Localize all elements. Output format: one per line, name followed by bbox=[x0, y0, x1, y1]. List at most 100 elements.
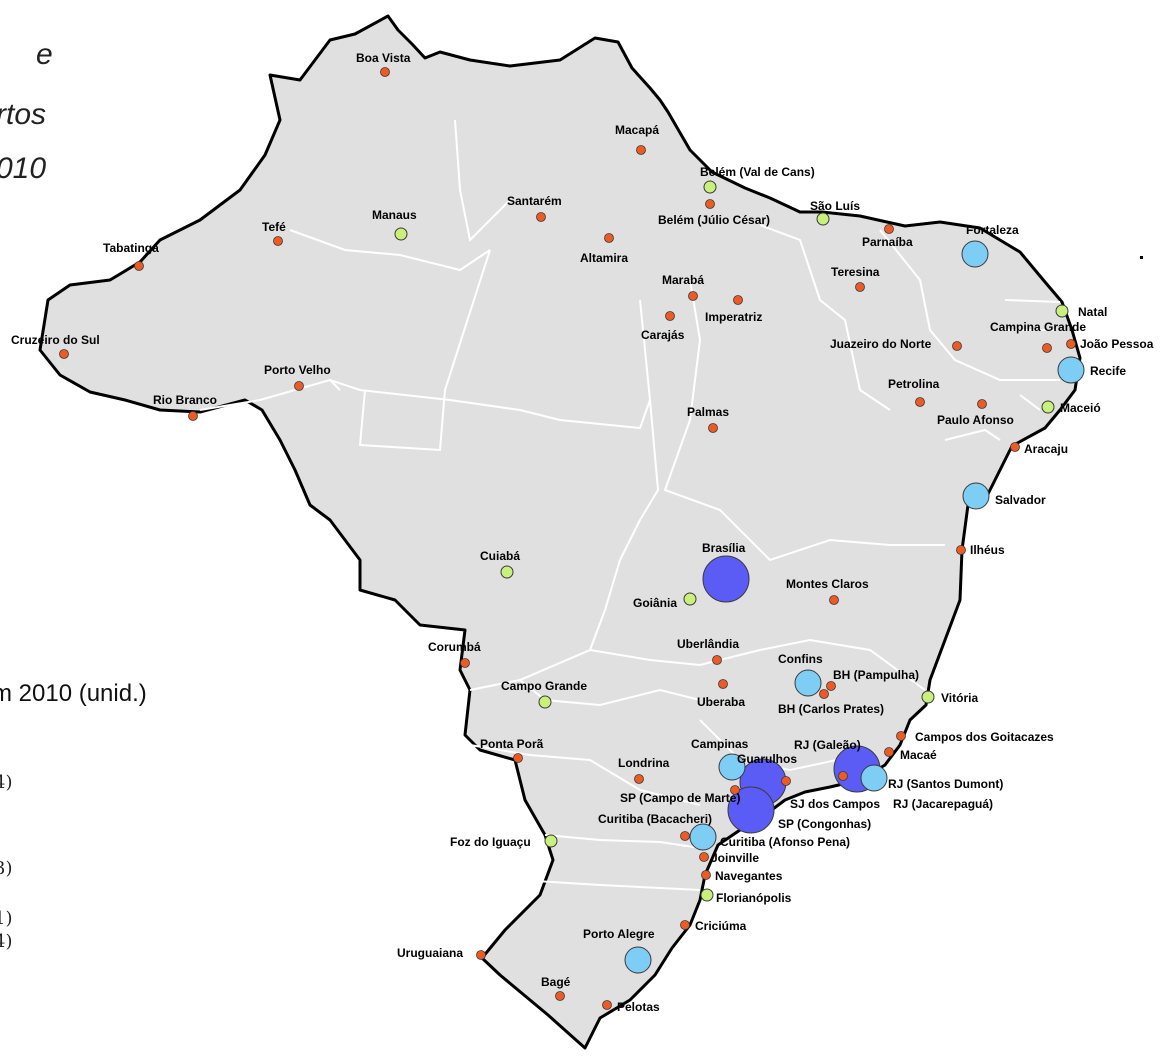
airport-marker-porto-alegre bbox=[624, 946, 652, 974]
airport-label-pelotas: Pelotas bbox=[617, 1000, 660, 1014]
airport-marker-belem-julio-cesar bbox=[705, 199, 715, 209]
airport-label-guarulhos: Guarulhos bbox=[737, 752, 797, 766]
airport-marker-pelotas bbox=[602, 1000, 612, 1010]
airport-label-paulo-afonso: Paulo Afonso bbox=[937, 413, 1014, 427]
airport-marker-navegantes bbox=[701, 870, 711, 880]
airport-marker-sao-luis bbox=[816, 212, 830, 226]
airport-marker-parnaiba bbox=[884, 224, 894, 234]
airport-marker-tabatinga bbox=[134, 261, 144, 271]
airport-marker-tefe bbox=[273, 236, 283, 246]
legend-entry-4: 4) bbox=[0, 931, 13, 952]
airport-marker-montes-claros bbox=[829, 595, 839, 605]
airport-marker-palmas bbox=[708, 423, 718, 433]
airport-label-porto-velho: Porto Velho bbox=[264, 363, 331, 377]
airport-label-tabatinga: Tabatinga bbox=[103, 241, 159, 255]
airport-label-tefe: Tefé bbox=[262, 220, 286, 234]
airport-marker-cruzeiro-do-sul bbox=[59, 349, 69, 359]
airport-label-carajas: Carajás bbox=[641, 328, 685, 342]
airport-marker-foz-do-iguacu bbox=[544, 834, 558, 848]
airport-label-cruzeiro-do-sul: Cruzeiro do Sul bbox=[11, 333, 100, 347]
airport-label-rj-santos-dumont: RJ (Santos Dumont) bbox=[888, 777, 1003, 791]
airport-label-boa-vista: Boa Vista bbox=[356, 51, 411, 65]
airport-label-campina-grande: Campina Grande bbox=[990, 320, 1086, 334]
airport-label-confins: Confins bbox=[778, 652, 823, 666]
airport-marker-maraba bbox=[688, 291, 698, 301]
stray-dot bbox=[1140, 256, 1143, 259]
airport-label-petrolina: Petrolina bbox=[888, 377, 940, 391]
airport-marker-campos-dos-goitacazes bbox=[896, 731, 906, 741]
airport-label-altamira: Altamira bbox=[580, 251, 628, 265]
airport-marker-uberlandia bbox=[712, 655, 722, 665]
airport-marker-rio-branco bbox=[188, 411, 198, 421]
airport-label-aracaju: Aracaju bbox=[1024, 442, 1068, 456]
airport-marker-maceio bbox=[1041, 400, 1055, 414]
airport-marker-uruguaiana bbox=[476, 950, 486, 960]
airport-label-belem-val-de-cans: Belém (Val de Cans) bbox=[700, 165, 815, 179]
airport-label-uberlandia: Uberlândia bbox=[677, 637, 739, 651]
airport-marker-petrolina bbox=[915, 397, 925, 407]
airport-label-parnaiba: Parnaíba bbox=[862, 235, 913, 249]
airport-label-santarem: Santarém bbox=[507, 194, 562, 208]
airport-marker-carajas bbox=[665, 311, 675, 321]
airport-label-macapa: Macapá bbox=[615, 123, 659, 137]
airport-marker-belem-val-de-cans bbox=[703, 180, 717, 194]
airport-label-sp-congonhas: SP (Congonhas) bbox=[778, 817, 871, 831]
airport-marker-bh-pampulha bbox=[826, 681, 836, 691]
airport-label-campo-grande: Campo Grande bbox=[501, 679, 587, 693]
airport-label-belem-julio-cesar: Belém (Júlio César) bbox=[658, 213, 770, 227]
airport-label-palmas: Palmas bbox=[687, 405, 729, 419]
airport-label-cuiaba: Cuiabá bbox=[480, 549, 520, 563]
airport-marker-londrina bbox=[634, 774, 644, 784]
airport-label-manaus: Manaus bbox=[372, 208, 417, 222]
airport-marker-ponta-pora bbox=[513, 753, 523, 763]
airport-label-goiania: Goiânia bbox=[633, 596, 677, 610]
airport-label-salvador: Salvador bbox=[995, 493, 1046, 507]
airport-marker-aracaju bbox=[1010, 442, 1020, 452]
airport-label-vitoria: Vitória bbox=[941, 691, 978, 705]
airport-marker-florianopolis bbox=[700, 888, 714, 902]
airport-marker-campina-grande bbox=[1042, 343, 1052, 353]
state-borders bbox=[199, 119, 1061, 891]
airport-marker-natal bbox=[1055, 304, 1069, 318]
airport-label-juazeiro-do-norte: Juazeiro do Norte bbox=[830, 337, 932, 351]
airport-marker-paulo-afonso bbox=[977, 399, 987, 409]
airport-marker-bh-carlos-prates bbox=[819, 689, 829, 699]
airport-label-corumba: Corumbá bbox=[428, 640, 481, 654]
legend-entry-3: 1) bbox=[0, 908, 13, 929]
airport-label-bage: Bagé bbox=[541, 975, 571, 989]
airport-marker-macapa bbox=[636, 145, 646, 155]
airport-marker-cuiaba bbox=[500, 565, 514, 579]
airport-marker-rj-santos-dumont bbox=[860, 764, 888, 792]
airport-label-sp-campo-de-marte: SP (Campo de Marte) bbox=[620, 791, 740, 805]
airport-label-sao-luis: São Luís bbox=[810, 199, 860, 213]
airport-label-natal: Natal bbox=[1078, 305, 1107, 319]
title-fragment-2: rtos bbox=[0, 98, 47, 131]
airport-marker-ilheus bbox=[956, 545, 966, 555]
title-fragment-3: 010 bbox=[0, 152, 47, 185]
airport-label-imperatriz: Imperatriz bbox=[705, 310, 762, 324]
airport-marker-sj-dos-campos bbox=[781, 776, 791, 786]
airport-marker-criciuma bbox=[680, 920, 690, 930]
legend-entry-2: 3) bbox=[0, 858, 13, 879]
legend-title: m 2010 (unid.) bbox=[0, 680, 147, 707]
airport-marker-goiania bbox=[683, 592, 697, 606]
airport-marker-macae bbox=[884, 747, 894, 757]
airport-marker-vitoria bbox=[921, 690, 935, 704]
airport-label-navegantes: Navegantes bbox=[715, 869, 783, 883]
airport-marker-recife bbox=[1057, 356, 1085, 384]
airport-marker-fortaleza bbox=[961, 240, 989, 268]
airport-markers bbox=[59, 67, 1085, 1010]
airport-label-bh-carlos-prates: BH (Carlos Prates) bbox=[778, 702, 884, 716]
brazil-landmass bbox=[38, 14, 1082, 1050]
airport-label-curitiba-afonso-pena: Curitiba (Afonso Pena) bbox=[720, 835, 850, 849]
airport-marker-curitiba-afonso-pena bbox=[689, 823, 717, 851]
airport-marker-salvador bbox=[962, 482, 990, 510]
airport-marker-sp-campo-de-marte bbox=[730, 785, 740, 795]
airport-label-recife: Recife bbox=[1090, 364, 1126, 378]
airport-label-florianopolis: Florianópolis bbox=[716, 891, 792, 905]
airport-label-campos-dos-goitacazes: Campos dos Goitacazes bbox=[915, 730, 1054, 744]
airport-label-macae: Macaé bbox=[900, 748, 937, 762]
title-fragment-1: e bbox=[36, 38, 53, 71]
airport-label-brasilia: Brasília bbox=[702, 541, 746, 555]
